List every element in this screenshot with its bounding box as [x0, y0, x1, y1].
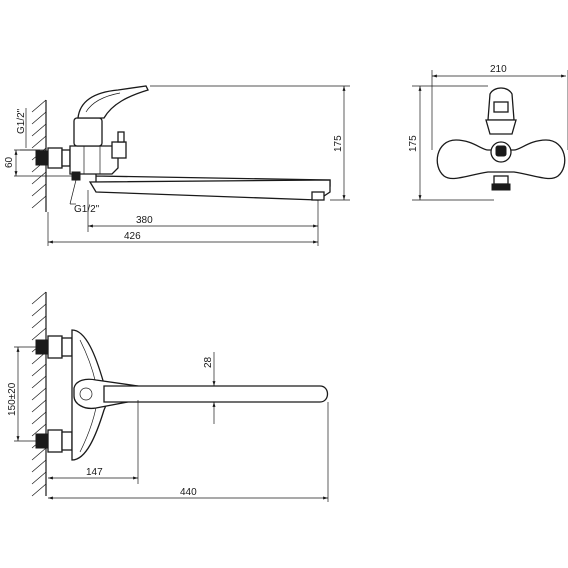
- dim-front-thread-top: G1/2": [16, 108, 46, 151]
- dim-front-thread-bottom: G1/2": [69, 179, 100, 215]
- dim-top-overall: 440: [48, 402, 329, 502]
- dim-top-center-distance: 150±20: [7, 346, 40, 442]
- dim-front-axis-offset: 60: [4, 149, 72, 177]
- label-top-overall: 440: [180, 487, 197, 498]
- dim-top-body-depth: 147: [48, 400, 139, 484]
- label-thread-top: G1/2": [16, 108, 27, 134]
- label-front-height: 175: [333, 135, 344, 152]
- front-lever-handle: [77, 85, 149, 119]
- front-mixer-body: [69, 117, 127, 175]
- dim-front-height: 175: [150, 85, 350, 201]
- label-side-height: 175: [408, 135, 419, 152]
- label-spout-reach: 380: [136, 215, 153, 226]
- label-spout-diameter: 28: [203, 356, 214, 368]
- dim-front-overall: 426: [47, 212, 319, 246]
- side-outlet: [493, 175, 509, 185]
- dim-side-width: 210: [431, 64, 568, 150]
- dim-front-spout-reach: 380: [87, 190, 319, 232]
- top-spout: [103, 385, 329, 403]
- top-wall-hatch: [31, 291, 47, 497]
- front-view: G1/2" 60 175 G1/2" 380: [4, 85, 350, 246]
- label-body-depth: 147: [86, 467, 103, 478]
- label-side-width: 210: [490, 64, 507, 75]
- top-connector-upper: [35, 335, 73, 359]
- front-spout: [71, 171, 331, 201]
- top-view: 28 150±20 147 440: [7, 291, 329, 502]
- dim-side-height: 175: [408, 85, 494, 201]
- label-thread-bottom: G1/2": [74, 204, 100, 215]
- side-view: 210 175: [408, 64, 568, 201]
- label-front-overall: 426: [124, 231, 141, 242]
- label-center-distance: 150±20: [7, 382, 18, 416]
- front-inlet-connector: [35, 147, 71, 169]
- label-axis-offset: 60: [4, 156, 15, 168]
- top-connector-lower: [35, 429, 73, 453]
- dim-top-spout-diameter: 28: [203, 352, 216, 424]
